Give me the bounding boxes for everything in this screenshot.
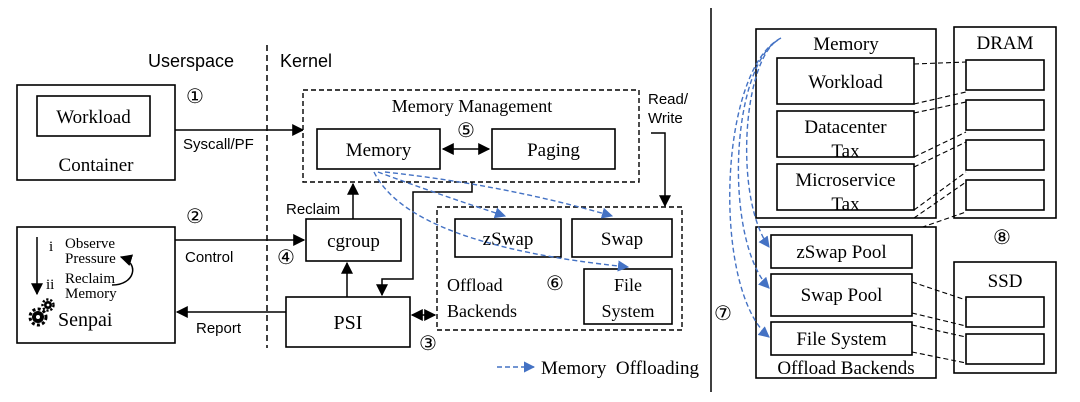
- paging-box: [491, 128, 616, 170]
- dram-label: DRAM: [976, 33, 1033, 54]
- syscall-label: Syscall/PF: [183, 136, 254, 153]
- map-line: [913, 61, 967, 65]
- file-system-box: [583, 268, 673, 325]
- map-line: [913, 131, 967, 158]
- datacenter-tax-line2: Tax: [831, 141, 860, 162]
- senpai-label: Senpai: [58, 309, 113, 331]
- userspace-label: Userspace: [148, 51, 234, 71]
- marker-2: ②: [186, 206, 204, 228]
- file-system-pool-label: File System: [796, 329, 886, 350]
- memory-box: [316, 128, 441, 170]
- zswap-pool-label: zSwap Pool: [796, 242, 886, 263]
- marker-4: ④: [277, 247, 295, 269]
- step-ii-label: ii: [46, 277, 54, 293]
- swap-pool-box: [770, 273, 913, 317]
- marker-8: ⑧: [993, 227, 1011, 249]
- offload-arrow-swap-pool: [737, 39, 779, 289]
- workload-tier-label: Workload: [808, 72, 883, 93]
- microservice-tax-box: [776, 163, 915, 211]
- marker-7: ⑦: [714, 303, 732, 325]
- map-line: [911, 312, 967, 327]
- swap-label: Swap: [601, 229, 643, 250]
- workload-label: Workload: [56, 107, 131, 128]
- legend-label: Memory Offloading: [541, 358, 699, 379]
- zswap-label: zSwap: [483, 229, 534, 250]
- file-system-line1: File: [614, 275, 642, 295]
- marker-3: ③: [419, 333, 437, 355]
- file-system-line2: System: [601, 301, 654, 321]
- memory-management-title: Memory Management: [392, 96, 552, 116]
- map-line: [911, 281, 967, 301]
- datacenter-tax-line1: Datacenter: [804, 117, 887, 138]
- offload-label-line2: Backends: [447, 301, 517, 321]
- senpai-loop-arrow: [111, 254, 134, 286]
- ssd-label: SSD: [988, 271, 1023, 292]
- offload-arrow-zswap-pool: [745, 41, 776, 248]
- cgroup-box: [305, 218, 402, 262]
- map-line: [913, 141, 967, 168]
- offload-label-line1: Offload: [447, 275, 503, 295]
- map-line: [913, 181, 967, 219]
- offload-arrow-swap: [384, 171, 614, 219]
- memory-label: Memory: [346, 140, 412, 161]
- cgroup-label: cgroup: [327, 231, 380, 252]
- read-write-arrow: [651, 132, 671, 208]
- offload-arrow-file-pool: [729, 37, 782, 338]
- offload-arrow-zswap: [377, 171, 507, 219]
- right-offload-label: Offload Backends: [777, 358, 914, 379]
- workload-tier-box: [776, 57, 915, 105]
- ssd-slot-2: [965, 333, 1045, 365]
- reclaim-label: Reclaim: [286, 201, 340, 218]
- observe-line1: Observe: [65, 236, 115, 252]
- psi-label: PSI: [334, 312, 363, 334]
- offload-arrow-file: [373, 171, 630, 272]
- psi-box: [285, 296, 411, 348]
- map-line: [913, 171, 967, 211]
- control-label: Control: [185, 249, 233, 266]
- map-line: [913, 101, 967, 114]
- memory-panel-title: Memory: [813, 34, 879, 55]
- read-label: Read/: [648, 91, 689, 108]
- map-line: [913, 91, 967, 105]
- marker-6: ⑥: [546, 273, 564, 295]
- file-system-pool-box: [770, 321, 913, 356]
- ssd-slot-1: [965, 296, 1045, 328]
- zswap-pool-box: [770, 234, 913, 269]
- swap-pool-label: Swap Pool: [801, 285, 883, 306]
- workload-box: [36, 95, 151, 137]
- dram-slot-4: [965, 179, 1045, 211]
- dram-slot-2: [965, 99, 1045, 131]
- reclaim-memory-line2: Memory: [65, 286, 117, 302]
- microservice-tax-line2: Tax: [831, 194, 860, 215]
- dram-slot-1: [965, 59, 1045, 91]
- report-label: Report: [196, 320, 242, 337]
- marker-5: ⑤: [457, 120, 475, 142]
- map-line: [911, 351, 967, 364]
- container-label: Container: [59, 155, 135, 176]
- kernel-label: Kernel: [280, 51, 332, 71]
- mm-psi-arrow: [376, 182, 473, 297]
- paging-label: Paging: [527, 140, 580, 161]
- microservice-tax-line1: Microservice: [795, 170, 895, 191]
- map-line: [911, 324, 967, 338]
- write-label: Write: [648, 110, 683, 127]
- step-i-label: i: [49, 239, 53, 255]
- swap-box: [571, 218, 673, 258]
- datacenter-tax-box: [776, 110, 915, 158]
- marker-1: ①: [186, 86, 204, 108]
- gear-icon: [28, 298, 55, 327]
- observe-line2: Pressure: [65, 251, 116, 267]
- dram-slot-3: [965, 139, 1045, 171]
- reclaim-memory-line1: Reclaim: [65, 271, 115, 287]
